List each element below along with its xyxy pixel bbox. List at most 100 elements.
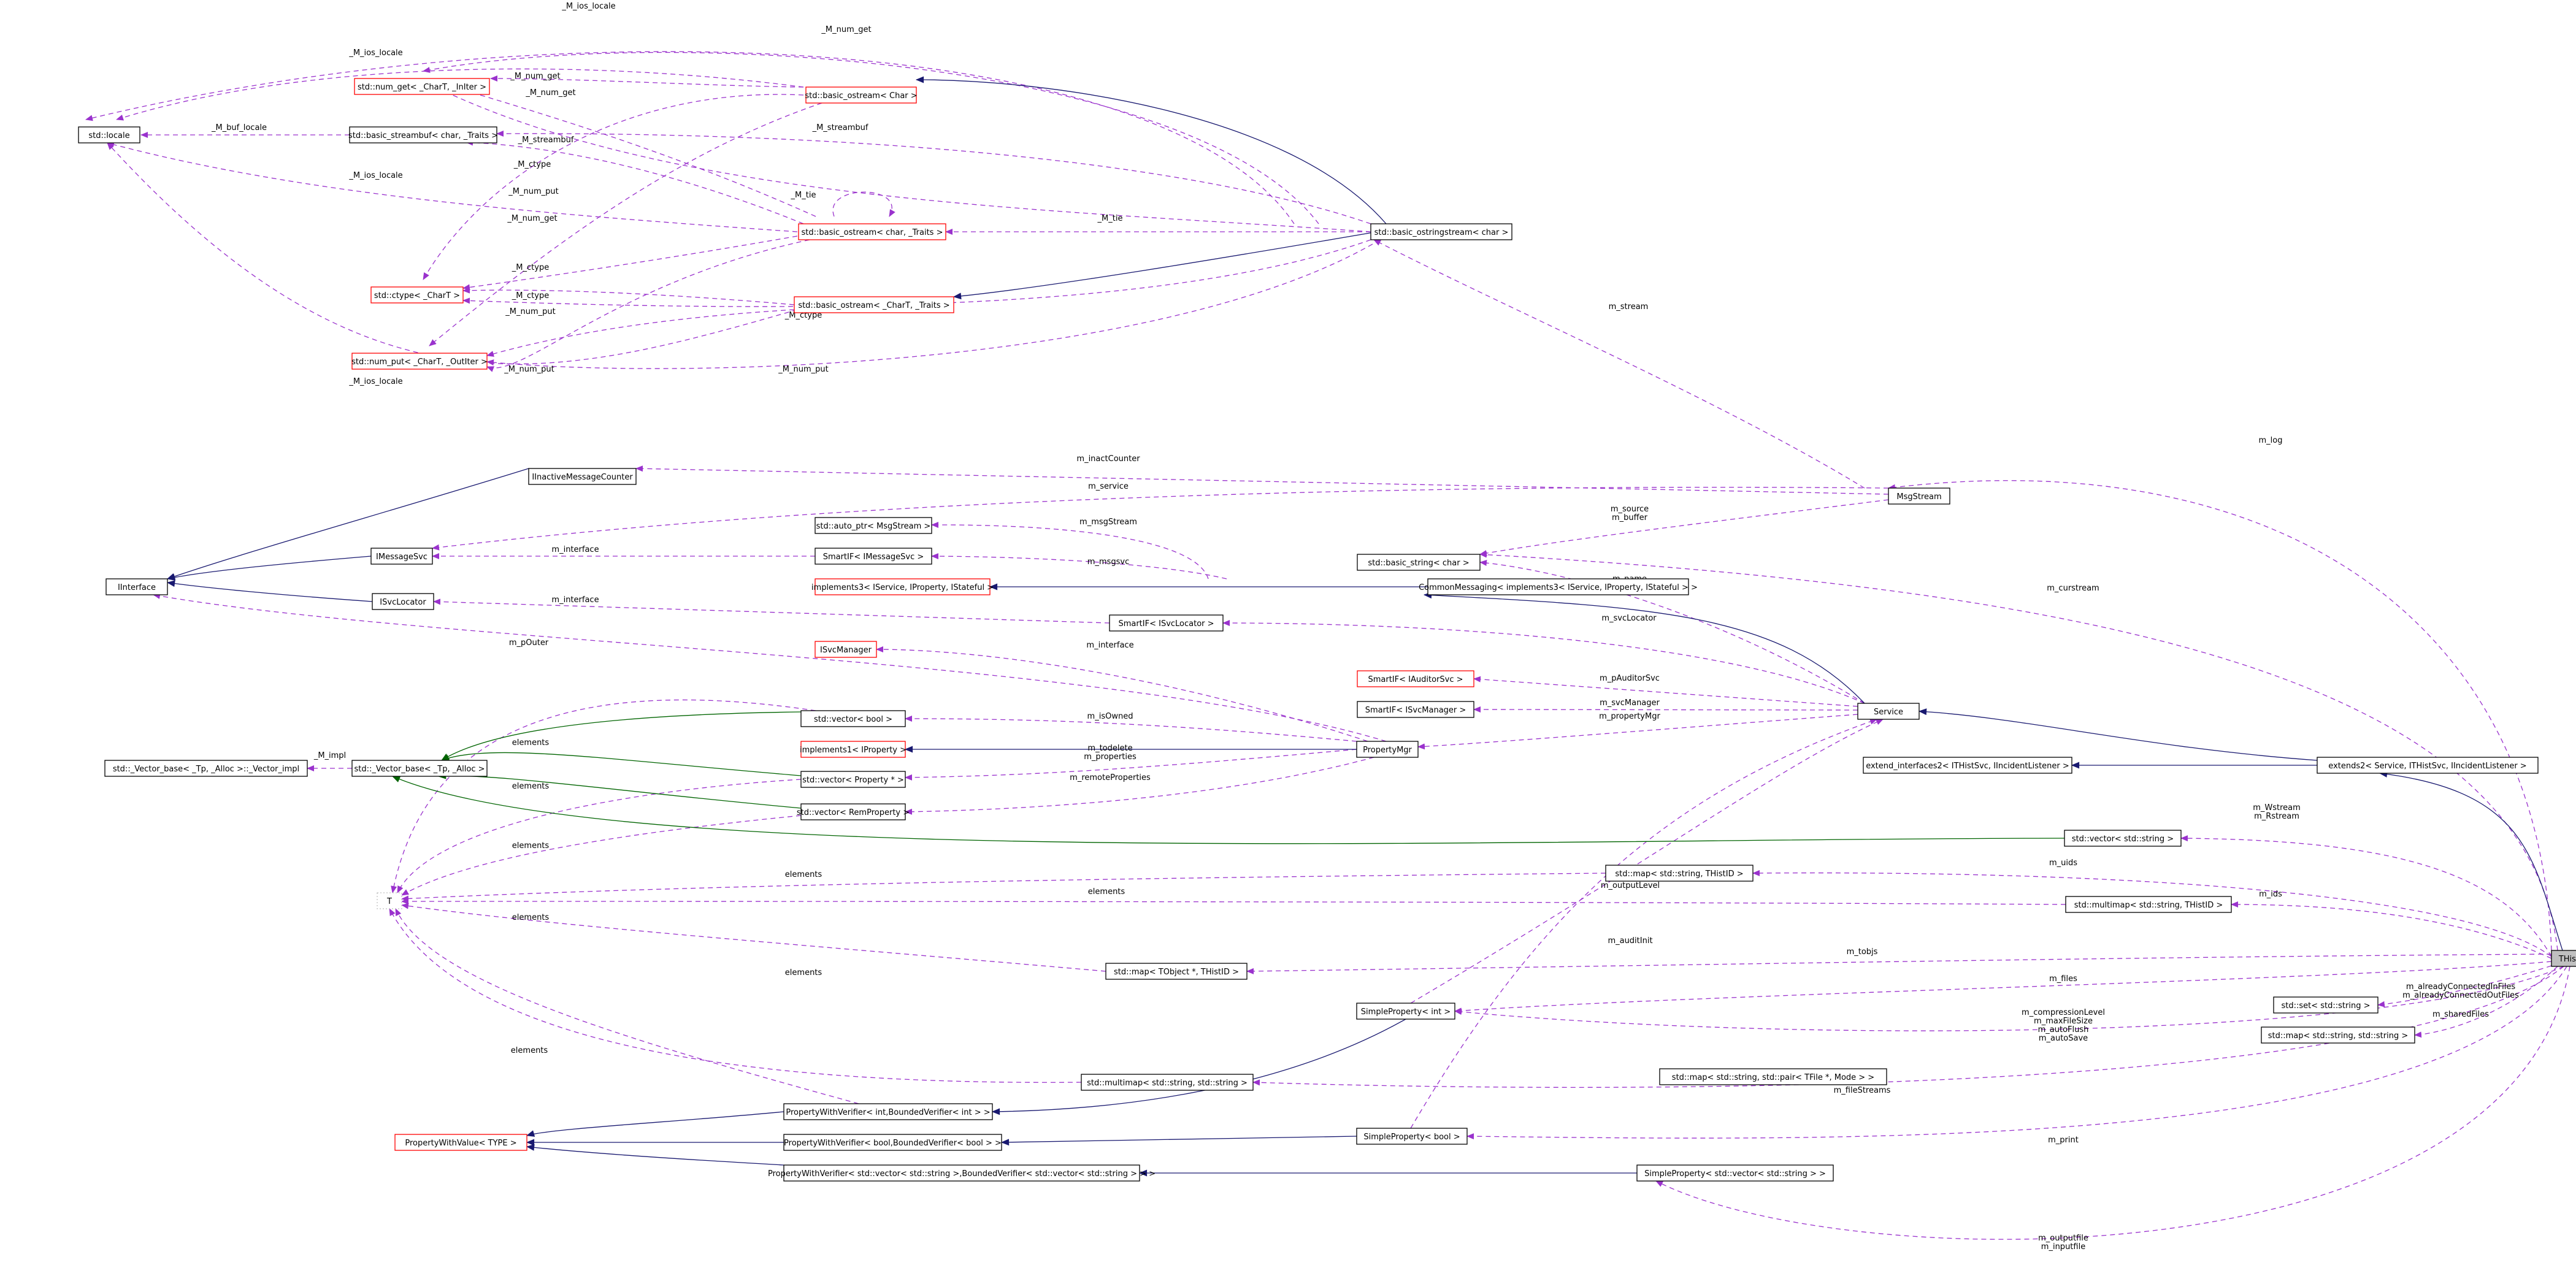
edge-label: m_outputLevel [1601, 881, 1660, 890]
class-node-pwv-vector[interactable]: PropertyWithVerifier< std::vector< std::… [768, 1164, 1156, 1182]
class-node-msgstream[interactable]: MsgStream [1888, 487, 1950, 505]
edge-label: m_stream [1609, 302, 1649, 311]
class-node-iinterface[interactable]: IInterface [105, 578, 168, 595]
class-node-num-put[interactable]: std::num_put< _CharT, _OutIter > [351, 353, 488, 370]
node-label: std::basic_string< char > [1368, 559, 1469, 568]
class-node-basic-ostream-chart[interactable]: std::basic_ostream< _CharT, _Traits > [794, 296, 954, 313]
usage-edge-propertymgr-to-isvcmanager [876, 646, 1368, 742]
usage-edge-simple_int-to-service [1410, 719, 1884, 1004]
class-node-basic-streambuf[interactable]: std::basic_streambuf< char, _Traits > [348, 126, 498, 143]
template-edge-vector_property-to-vector_base [440, 752, 802, 776]
node-label: ISvcManager [820, 646, 872, 655]
node-box [105, 578, 168, 595]
usage-edge-service-to-smartif_svcmanager [1473, 706, 1858, 713]
node-box [783, 1103, 993, 1120]
class-node-implements3[interactable]: implements3< IService, IProperty, IState… [811, 578, 994, 595]
class-node-std-locale[interactable]: std::locale [78, 126, 140, 143]
node-label: IInactiveMessageCounter [532, 473, 633, 482]
edge-label: elements [512, 841, 550, 850]
class-node-set-string[interactable]: std::set< std::string > [2273, 996, 2379, 1014]
class-node-vector-remote[interactable]: std::vector< RemProperty > [797, 803, 910, 820]
class-node-basic-ostream-char[interactable]: std::basic_ostream< Char > [805, 86, 918, 104]
node-box [370, 286, 464, 304]
class-node-num-get[interactable]: std::num_get< _CharT, _InIter > [354, 78, 490, 95]
class-node-vector-base[interactable]: std::_Vector_base< _Tp, _Alloc > [351, 760, 488, 777]
class-node-pwv-int[interactable]: PropertyWithVerifier< int,BoundedVerifie… [783, 1103, 993, 1120]
class-node-map-string-string[interactable]: std::map< std::string, std::string > [2261, 1026, 2415, 1044]
node-label: IInterface [118, 583, 156, 592]
class-node-pwvalue[interactable]: PropertyWithValue< TYPE > [394, 1134, 527, 1151]
usage-edge-multimap_string_string-to-tp [389, 908, 1082, 1083]
edge-label: elements [512, 913, 550, 922]
usage-edge-propertymgr-to-vector_remote [905, 757, 1374, 815]
edge-label: elements [1088, 887, 1125, 896]
edge-label: m_pAuditorSvc [1600, 674, 1660, 683]
template-edge-vector_string-to-vector_base [391, 776, 2065, 844]
class-node-extend-interfaces2[interactable]: extend_interfaces2< ITHistSvc, IIncident… [1863, 757, 2072, 774]
class-node-multimap-string-thistid[interactable]: std::multimap< std::string, THistID > [2065, 896, 2232, 913]
edge-label: m_print [2048, 1136, 2079, 1145]
node-label: extend_interfaces2< ITHistSvc, IIncident… [1866, 762, 2069, 771]
class-node-vector-bool[interactable]: std::vector< bool > [800, 710, 906, 727]
class-node-basic-ostream-char-traits[interactable]: std::basic_ostream< char, _Traits > [798, 223, 946, 240]
class-node-isvclocator[interactable]: ISvcLocator [372, 593, 434, 610]
class-node-multimap-string-string[interactable]: std::multimap< std::string, std::string … [1081, 1074, 1254, 1091]
class-node-smartif-svclocator[interactable]: SmartIF< ISvcLocator > [1109, 614, 1224, 632]
class-node-ctype[interactable]: std::ctype< _CharT > [370, 286, 464, 304]
edge-label: _M_ios_locale [348, 171, 402, 180]
class-node-isvcmanager[interactable]: ISvcManager [815, 641, 877, 658]
class-node-basic-string[interactable]: std::basic_string< char > [1357, 554, 1481, 571]
node-label: PropertyWithValue< TYPE > [405, 1139, 516, 1148]
class-node-imessagesvc[interactable]: IMessageSvc [370, 548, 433, 565]
node-label: PropertyWithVerifier< bool,BoundedVerifi… [784, 1139, 1002, 1148]
class-node-vector-string[interactable]: std::vector< std::string > [2064, 830, 2182, 847]
usage-edge-simple_bool-to-service [1410, 718, 1877, 1129]
class-node-pwv-bool[interactable]: PropertyWithVerifier< bool,BoundedVerifi… [783, 1134, 1002, 1151]
usage-edge-msgstream-to-basic_string [1479, 499, 1889, 557]
edge-label: m_ids [2259, 890, 2282, 899]
node-box [351, 760, 488, 777]
edge-label: _M_num_put [505, 307, 555, 316]
class-node-auto-ptr[interactable]: std::auto_ptr< MsgStream > [815, 517, 932, 534]
node-box [1081, 1074, 1254, 1091]
node-box [1357, 554, 1481, 571]
inheritance-edge-simple_int-to-pwv_int [991, 1018, 1406, 1115]
class-node-simple-vector[interactable]: SimpleProperty< std::vector< std::string… [1636, 1164, 1834, 1182]
class-node-thistsvc[interactable]: THistSvc [2551, 950, 2576, 967]
node-label: SmartIF< IAuditorSvc > [1368, 675, 1463, 684]
class-node-service[interactable]: Service [1857, 703, 1920, 720]
class-node-smartif-svcmanager[interactable]: SmartIF< ISvcManager > [1357, 701, 1474, 718]
node-label: std::num_put< _CharT, _OutIter > [351, 357, 488, 367]
node-box [1427, 578, 1689, 595]
class-node-simple-int[interactable]: SimpleProperty< int > [1356, 1003, 1455, 1020]
usage-edge-basic_ostream_char_traits-to-basic_streambuf [466, 139, 804, 224]
usage-edge-basic_ostream_char_traits-to-basic_ostream_char_traits [832, 191, 895, 217]
edge-label: m_curstream [2047, 584, 2099, 593]
class-node-vector-base-impl[interactable]: std::_Vector_base< _Tp, _Alloc >::_Vecto… [104, 760, 308, 777]
class-node-propertymgr[interactable]: PropertyMgr [1356, 741, 1419, 758]
node-label: T [386, 897, 392, 906]
class-node-vector-property[interactable]: std::vector< Property * > [800, 771, 906, 788]
usage-edge-thistsvc-to-map_string_string [2414, 966, 2558, 1038]
class-node-simple-bool[interactable]: SimpleProperty< bool > [1356, 1128, 1468, 1145]
class-node-commonmessaging[interactable]: CommonMessaging< implements3< IService, … [1419, 578, 1698, 595]
class-node-basic-ostringstream[interactable]: std::basic_ostringstream< char > [1370, 223, 1512, 240]
class-node-map-string-pair[interactable]: std::map< std::string, std::pair< TFile … [1659, 1068, 1887, 1085]
class-node-map-tobject[interactable]: std::map< TObject *, THistID > [1105, 963, 1248, 980]
usage-edge-thistsvc-to-basic_string [1479, 551, 2558, 951]
class-node-map-string-thistid[interactable]: std::map< std::string, THistID > [1605, 865, 1754, 882]
node-label: implements1< IProperty > [800, 746, 907, 755]
usage-edge-thistsvc-to-msgstream [1888, 480, 2552, 951]
class-node-extends2[interactable]: extends2< Service, ITHistSvc, IIncidentL… [2317, 757, 2539, 774]
class-node-smartif-auditor[interactable]: SmartIF< IAuditorSvc > [1357, 670, 1474, 687]
node-label: SimpleProperty< int > [1361, 1007, 1451, 1017]
edge-label: _M_tie [791, 191, 816, 200]
class-node-iinactive[interactable]: IInactiveMessageCounter [528, 468, 637, 485]
class-node-smartif-msgsvc[interactable]: SmartIF< IMessageSvc > [815, 548, 932, 565]
node-box [783, 1134, 1002, 1151]
node-label: std::vector< bool > [814, 715, 892, 724]
node-box [805, 86, 917, 104]
usage-edge-msgstream-to-imessagesvc [432, 486, 1889, 551]
class-node-implements1[interactable]: implements1< IProperty > [800, 741, 907, 758]
class-node-tp[interactable]: T [377, 892, 402, 909]
